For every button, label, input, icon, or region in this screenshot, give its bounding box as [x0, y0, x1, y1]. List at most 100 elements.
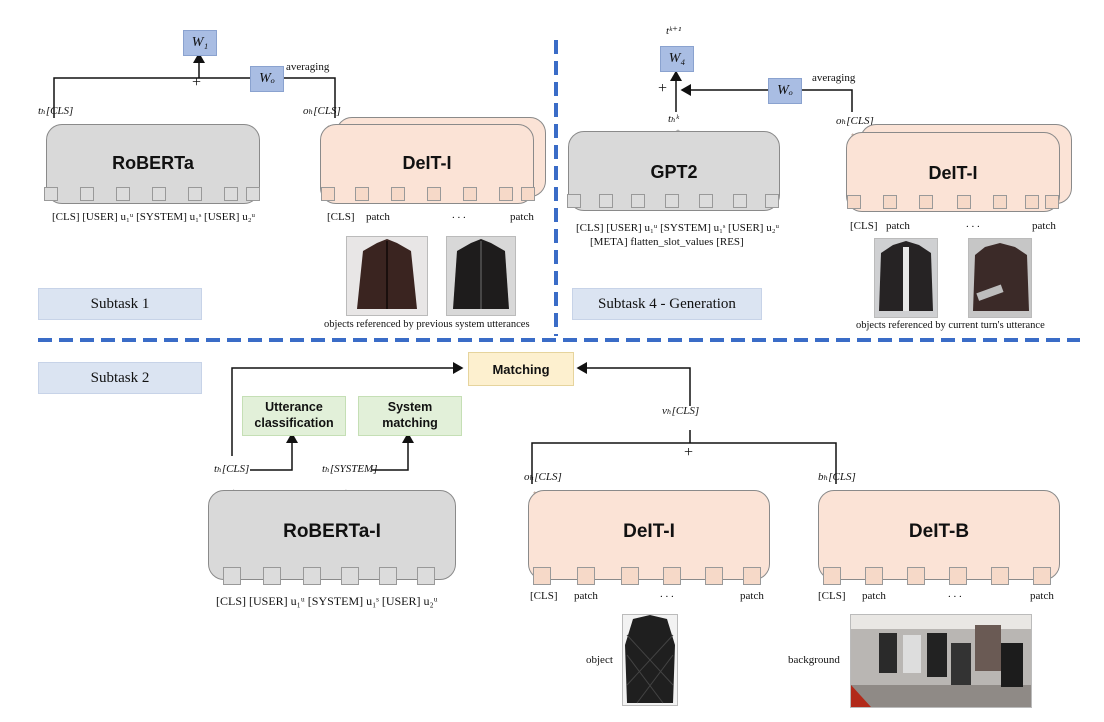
- averaging-label: averaging: [286, 61, 330, 73]
- averaging-label: averaging: [812, 72, 856, 84]
- object-image: [622, 614, 678, 706]
- patch-token: [663, 567, 681, 585]
- patch-token: [355, 187, 369, 201]
- deit-i-object-model: DeIT-I: [528, 490, 770, 585]
- input-token: [303, 567, 321, 585]
- patch-token: [991, 567, 1009, 585]
- jacket-image: [346, 236, 428, 316]
- input-token: [116, 187, 130, 201]
- patch-token: [823, 567, 841, 585]
- input-token: [379, 567, 397, 585]
- input-token: [733, 194, 747, 208]
- o-cls-label: oₕ[CLS]: [836, 115, 874, 127]
- patch-token: [957, 195, 971, 209]
- subtask-4-label: Subtask 4 - Generation: [572, 288, 762, 320]
- o-cls-label: oₕ[CLS]: [524, 471, 562, 483]
- patch-token: [391, 187, 405, 201]
- ellipsis-label: . . .: [452, 209, 466, 221]
- jacket-image: [968, 238, 1032, 318]
- input-token: [599, 194, 613, 208]
- w1-weight-box: W₁: [183, 30, 217, 56]
- input-token: [699, 194, 713, 208]
- deit-b-model-name: DeIT-B: [908, 521, 970, 542]
- background-label: background: [788, 654, 840, 666]
- patch-label: patch: [862, 590, 886, 602]
- utterance-classification-box: Utterance classification: [242, 396, 346, 436]
- input-token: [417, 567, 435, 585]
- patch-token: [1033, 567, 1051, 585]
- patch-label: patch: [1030, 590, 1054, 602]
- patch-label: patch: [366, 211, 390, 223]
- patch-label: patch: [886, 220, 910, 232]
- gpt2-model: GPT2: [567, 131, 780, 211]
- input-token: [665, 194, 679, 208]
- input-token: [631, 194, 645, 208]
- patch-token: [321, 187, 335, 201]
- roberta-model: RoBERTa: [44, 124, 260, 204]
- t-cls-label: tₕ[CLS]: [38, 105, 74, 117]
- subtask1-caption: objects referenced by previous system ut…: [324, 319, 530, 330]
- wo-weight-box: Wₒ: [250, 66, 284, 92]
- ellipsis-label: . . .: [966, 218, 980, 230]
- input-token: [224, 187, 238, 201]
- roberta-i-input-text: [CLS] [USER] u₁ᵘ [SYSTEM] u₁ˢ [USER] u₂ᵘ: [216, 594, 438, 608]
- input-token: [765, 194, 779, 208]
- t-cls-label: tₕ[CLS]: [214, 463, 250, 475]
- patch-label: patch: [510, 211, 534, 223]
- patch-token: [865, 567, 883, 585]
- o-cls-label: oₕ[CLS]: [303, 105, 341, 117]
- wo-weight-box: Wₒ: [768, 78, 802, 104]
- jacket-image: [446, 236, 516, 316]
- roberta-i-model: RoBERTa-I: [208, 490, 456, 585]
- t-next-label: tᵏ⁺¹: [666, 25, 682, 37]
- input-token: [152, 187, 166, 201]
- patch-token: [577, 567, 595, 585]
- deit-i-model-name: DeIT-I: [623, 521, 675, 542]
- deit-i-model-name: DeIT-I: [928, 163, 978, 183]
- patch-token: [847, 195, 861, 209]
- patch-token: [883, 195, 897, 209]
- input-token: [223, 567, 241, 585]
- gpt2-input-text-line2: [META] flatten_slot_values [RES]: [590, 236, 744, 248]
- gpt2-input-text-line1: [CLS] [USER] u₁ᵘ [SYSTEM] u₁ˢ [USER] u₂ᵘ: [576, 222, 780, 234]
- roberta-model-name: RoBERTa: [112, 153, 194, 173]
- input-token: [341, 567, 359, 585]
- plus-sign: +: [684, 444, 694, 461]
- input-token: [80, 187, 94, 201]
- jacket-image: [874, 238, 938, 318]
- input-token: [188, 187, 202, 201]
- input-token: [44, 187, 58, 201]
- subtask-1-label: Subtask 1: [38, 288, 202, 320]
- patch-token: [1045, 195, 1059, 209]
- patch-label: patch: [740, 590, 764, 602]
- patch-token: [521, 187, 535, 201]
- patch-label: patch: [1032, 220, 1056, 232]
- patch-token: [907, 567, 925, 585]
- cls-token-label: [CLS]: [530, 590, 558, 602]
- t-system-label: tₕ[SYSTEM]: [322, 463, 378, 475]
- patch-token: [463, 187, 477, 201]
- patch-token: [427, 187, 441, 201]
- roberta-input-text: [CLS] [USER] u₁ᵘ [SYSTEM] u₁ˢ [USER] u₂ᵘ: [52, 211, 256, 223]
- patch-token: [621, 567, 639, 585]
- w4-weight-box: W₄: [660, 46, 694, 72]
- deit-i-model: DeIT-I: [846, 132, 1060, 212]
- input-token: [246, 187, 260, 201]
- plus-sign: +: [192, 74, 202, 91]
- patch-token: [705, 567, 723, 585]
- input-token: [567, 194, 581, 208]
- patch-token: [919, 195, 933, 209]
- t-k-label: tₕᵏ: [668, 113, 679, 125]
- patch-token: [1025, 195, 1039, 209]
- input-token: [263, 567, 281, 585]
- matching-box: Matching: [468, 352, 574, 386]
- patch-token: [993, 195, 1007, 209]
- background-image: [850, 614, 1032, 708]
- patch-label: patch: [574, 590, 598, 602]
- roberta-i-model-name: RoBERTa-I: [283, 521, 381, 542]
- ellipsis-label: . . .: [660, 588, 674, 600]
- cls-token-label: [CLS]: [850, 220, 878, 232]
- patch-token: [499, 187, 513, 201]
- ellipsis-label: . . .: [948, 588, 962, 600]
- patch-token: [743, 567, 761, 585]
